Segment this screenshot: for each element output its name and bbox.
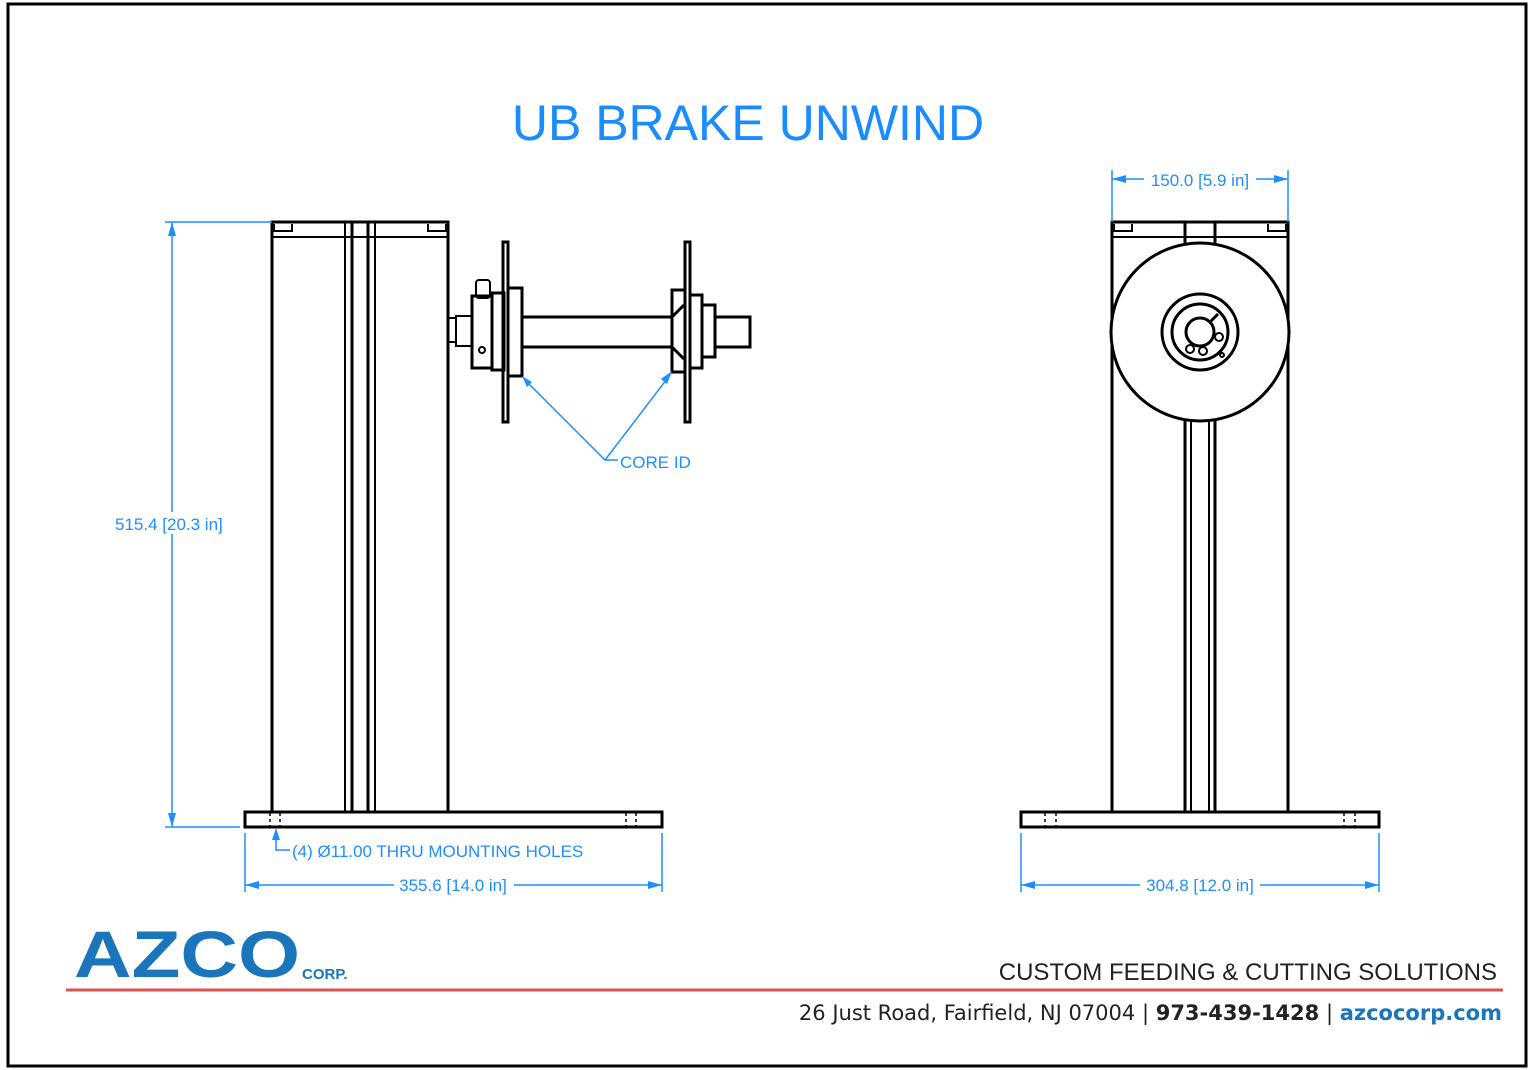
side-base-width-dimension: 355.6 [14.0 in] — [399, 876, 507, 895]
svg-text:CORP.: CORP. — [302, 966, 348, 983]
website-link[interactable]: azcocorp.com — [1340, 1001, 1502, 1025]
sheet-border — [6, 2, 1528, 1068]
drawing-title: UB BRAKE UNWIND — [512, 95, 984, 151]
address: 26 Just Road, Fairfield, NJ 07004 — [799, 1001, 1135, 1025]
company-logo: AZCO CORP. — [74, 917, 348, 991]
svg-text:AZCO: AZCO — [74, 917, 300, 991]
core-id-callout: CORE ID — [620, 453, 691, 472]
company-slogan: CUSTOM FEEDING & CUTTING SOLUTIONS — [999, 959, 1497, 986]
phone: 973-439-1428 — [1156, 1001, 1320, 1025]
front-view: 150.0 [5.9 in] 304.8 [12.0 in] — [1019, 168, 1381, 896]
shaft-assembly — [447, 240, 752, 424]
front-base-width-dimension: 304.8 [12.0 in] — [1146, 876, 1254, 895]
contact-line: 26 Just Road, Fairfield, NJ 07004 | 973-… — [799, 1001, 1502, 1026]
mounting-holes-note: (4) Ø11.00 THRU MOUNTING HOLES — [292, 842, 583, 861]
spool-flange — [1109, 241, 1291, 423]
height-dimension: 515.4 [20.3 in] — [115, 515, 223, 534]
column-width-dimension: 150.0 [5.9 in] — [1151, 171, 1249, 190]
side-view: CORE ID 515.4 [20.3 in] (4) Ø11.00 THRU … — [112, 220, 752, 896]
